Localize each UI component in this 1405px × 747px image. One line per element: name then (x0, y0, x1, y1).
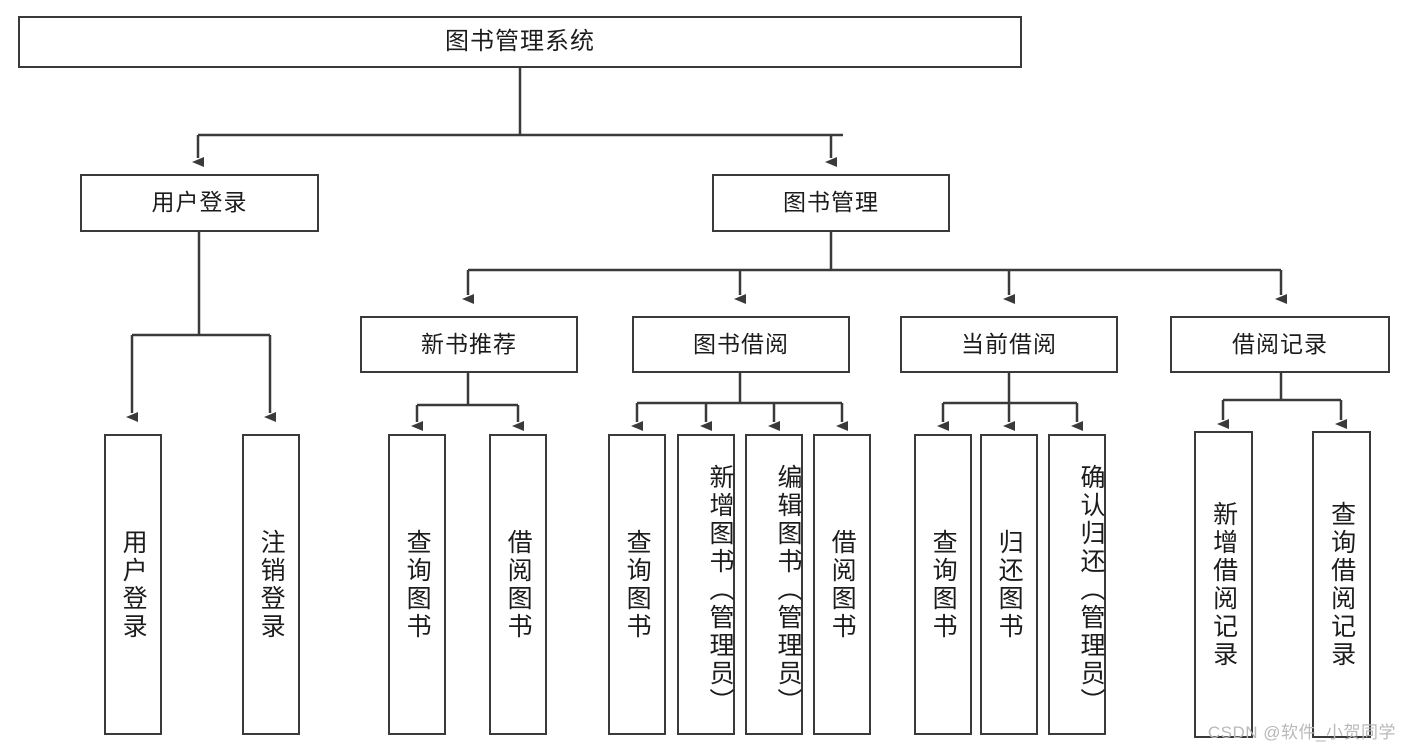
leaf-book-borrow-edit-book-admin[interactable]: 编辑图书（管理员） (745, 434, 803, 735)
node-label: 图书借阅 (693, 330, 789, 357)
csdn-watermark: CSDN @软件_小贺同学 (1207, 723, 1396, 742)
node-current-borrow[interactable]: 当前借阅 (900, 316, 1118, 373)
leaf-current-borrow-confirm-return-admin[interactable]: 确认归还（管理员） (1048, 434, 1106, 735)
leaf-label: 查询图书 (623, 528, 652, 641)
leaf-borrow-record-query-record[interactable]: 查询借阅记录 (1312, 431, 1371, 738)
node-label: 当前借阅 (961, 330, 1057, 357)
leaf-label: 查询借阅记录 (1327, 500, 1356, 669)
node-label: 用户登录 (151, 189, 248, 216)
leaf-label: 新增借阅记录 (1209, 500, 1238, 669)
node-book-borrow[interactable]: 图书借阅 (632, 316, 850, 373)
leaf-label: 归还图书 (995, 528, 1024, 641)
leaf-new-book-borrow-book[interactable]: 借阅图书 (489, 434, 547, 735)
node-book-management[interactable]: 图书管理 (712, 174, 950, 232)
leaf-label: 借阅图书 (828, 528, 857, 641)
node-root-book-management-system[interactable]: 图书管理系统 (18, 16, 1022, 68)
node-borrow-record[interactable]: 借阅记录 (1170, 316, 1390, 373)
leaf-borrow-record-add-record[interactable]: 新增借阅记录 (1194, 431, 1253, 738)
leaf-label: 查询图书 (929, 528, 958, 641)
leaf-book-borrow-query-book[interactable]: 查询图书 (608, 434, 666, 735)
leaf-label: 注销登录 (257, 528, 286, 641)
leaf-label: 用户登录 (119, 528, 148, 641)
leaf-label: 新增图书（管理员） (706, 463, 734, 716)
leaf-current-borrow-query-book[interactable]: 查询图书 (914, 434, 972, 735)
node-label: 借阅记录 (1232, 330, 1328, 357)
leaf-new-book-query-book[interactable]: 查询图书 (388, 434, 446, 735)
node-label: 图书管理 (783, 189, 879, 216)
leaf-user-login-login[interactable]: 用户登录 (104, 434, 162, 735)
node-user-login[interactable]: 用户登录 (80, 174, 319, 232)
leaf-book-borrow-add-book-admin[interactable]: 新增图书（管理员） (677, 434, 735, 735)
node-new-book-recommend[interactable]: 新书推荐 (360, 316, 578, 373)
leaf-current-borrow-return-book[interactable]: 归还图书 (980, 434, 1038, 735)
leaf-label: 借阅图书 (504, 528, 533, 641)
leaf-book-borrow-borrow-book[interactable]: 借阅图书 (813, 434, 871, 735)
node-label: 图书管理系统 (445, 27, 595, 55)
leaf-label: 编辑图书（管理员） (774, 463, 802, 716)
leaf-label: 确认归还（管理员） (1077, 463, 1105, 716)
leaf-user-login-logout[interactable]: 注销登录 (242, 434, 300, 735)
leaf-label: 查询图书 (403, 528, 432, 641)
node-label: 新书推荐 (421, 330, 517, 357)
